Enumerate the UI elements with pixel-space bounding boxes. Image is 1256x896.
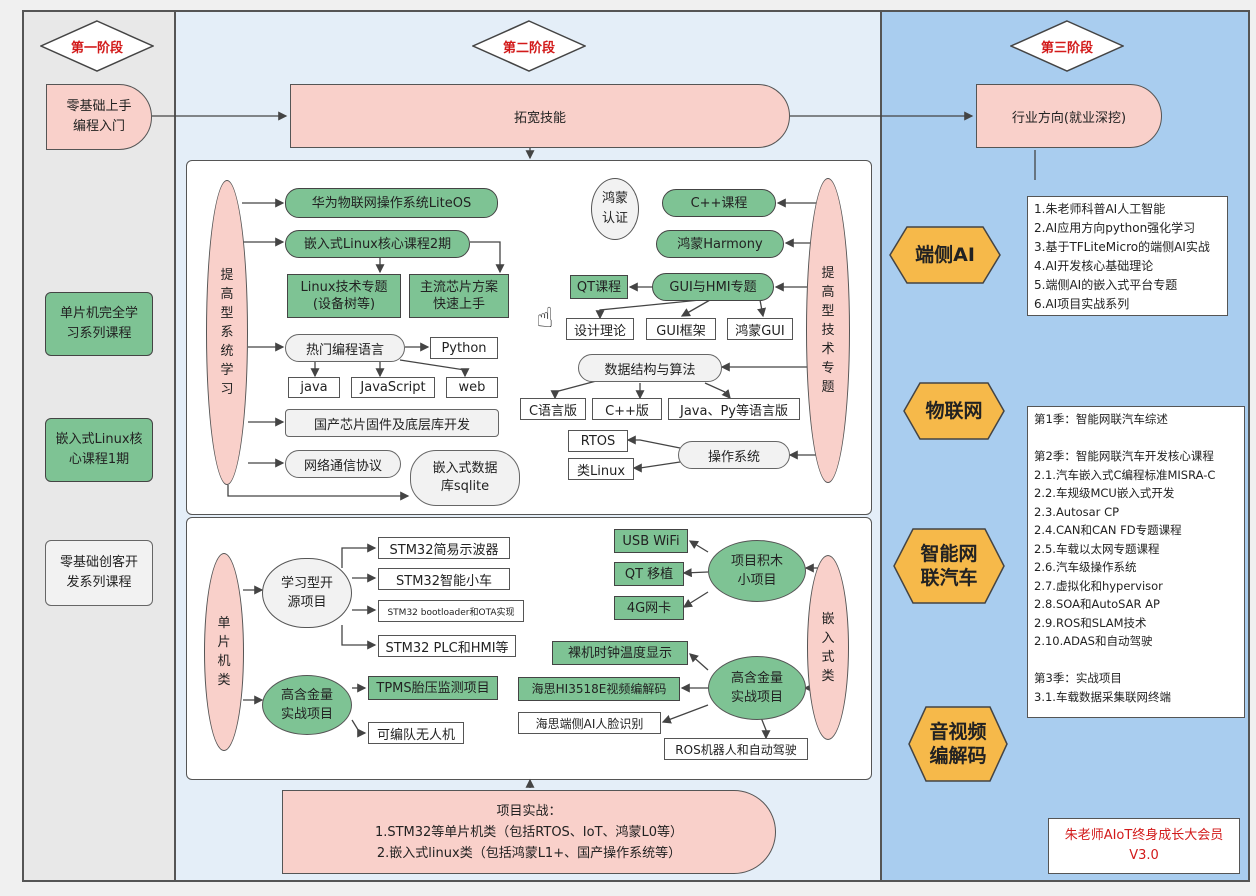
java-box[interactable]: java [288,377,340,398]
auto-list-item: 2.2.车规级MCU嵌入式开发 [1034,486,1175,500]
iot-hexagon[interactable]: 物联网 [903,382,1005,440]
iot-label: 物联网 [925,400,983,422]
mcu-course-box[interactable]: 单片机完全学 习系列课程 [45,292,153,356]
auto-list-item [1034,429,1238,448]
auto-list-item: 2.4.CAN和CAN FD专题课程 [1034,523,1182,537]
auto-course-list: 第1季：智能网联汽车综述 第2季：智能网联汽车开发核心课程 2.1.汽车嵌入式C… [1027,406,1245,718]
gui-frame-box[interactable]: GUI框架 [646,318,716,340]
auto-list-item: 2.9.ROS和SLAM技术 [1034,615,1147,630]
liteos-box[interactable]: 华为物联网操作系统LiteOS [285,188,498,218]
auto-list-item: 2.5.车载以太网专题课程 [1034,541,1160,556]
stage2-diamond: 第二阶段 [472,20,586,72]
auto-label: 智能网 联汽车 [920,543,978,589]
javascript-box[interactable]: JavaScript [351,377,435,398]
chip-topic-box[interactable]: 主流芯片方案 快速上手 [409,274,509,318]
high-value-right-box[interactable]: 高含金量 实战项目 [708,656,806,720]
rtos-box[interactable]: RTOS [568,430,628,452]
sqlite-box[interactable]: 嵌入式数据 库sqlite [410,450,520,506]
stage3-label: 第三阶段 [1040,40,1093,56]
network-protocol-box[interactable]: 网络通信协议 [285,450,401,478]
cpp-version-box[interactable]: C++版 [592,398,662,420]
auto-list-item: 2.3.Autosar CP [1034,504,1120,519]
stm32-scope-box[interactable]: STM32简易示波器 [378,537,510,559]
learn-open-box[interactable]: 学习型开 源项目 [262,558,352,628]
web-box[interactable]: web [446,377,498,398]
edge-ai-list: 1.朱老师科普AI人工智能 2.AI应用方向python强化学习 3.基于TFL… [1027,196,1228,316]
industry-direction-box[interactable]: 行业方向(就业深挖) [976,84,1162,148]
edge-ai-item: 6.AI项目实战系列 [1034,297,1130,311]
edge-ai-item: 3.基于TFLiteMicro的端侧AI实战 [1034,240,1210,254]
project-practice-box[interactable]: 项目实战： 1.STM32等单片机类（包括RTOS、IoT、鸿蒙L0等） 2.嵌… [282,790,776,874]
av-codec-label: 音视频 编解码 [929,721,987,767]
drone-box[interactable]: 可编队无人机 [368,722,464,744]
hisi-ai-box[interactable]: 海思端侧AI人脸识别 [518,712,661,734]
auto-list-item: 第3季：实战项目 [1034,671,1122,685]
hisi-video-box[interactable]: 海思HI3518E视频编解码 [518,677,680,701]
auto-list-item: 2.10.ADAS和自动驾驶 [1034,634,1153,648]
os-box[interactable]: 操作系统 [678,441,790,469]
usb-wifi-box[interactable]: USB WiFi [614,529,688,553]
edge-ai-item: 4.AI开发核心基础理论 [1034,259,1154,273]
edge-ai-item: 2.AI应用方向python强化学习 [1034,221,1196,235]
stm32-car-box[interactable]: STM32智能小车 [378,568,510,590]
high-value-left-box[interactable]: 高含金量 实战项目 [262,675,352,735]
stage1-label: 第一阶段 [70,40,123,56]
auto-list-item: 2.8.SOA和AutoSAR AP [1034,597,1160,611]
linux-like-box[interactable]: 类Linux [568,458,634,480]
python-box[interactable]: Python [430,337,498,359]
c-version-box[interactable]: C语言版 [520,398,586,420]
project-practice-item-1: 1.STM32等单片机类（包括RTOS、IoT、鸿蒙L0等） [374,824,684,840]
bare-clock-box[interactable]: 裸机时钟温度显示 [552,641,688,665]
stage3-diamond: 第三阶段 [1010,20,1124,72]
stm32-boot-box[interactable]: STM32 bootloader和OTA实现 [378,600,524,622]
design-theory-box[interactable]: 设计理论 [566,318,634,340]
gui-hmi-box[interactable]: GUI与HMI专题 [652,273,774,301]
linux1-course-box[interactable]: 嵌入式Linux核 心课程1期 [45,418,153,482]
improve-tech-topics: 提 高 型 技 术 专 题 [806,178,850,483]
auto-list-item: 2.1.汽车嵌入式C编程标准MISRA-C [1034,467,1216,482]
expand-skills-box[interactable]: 拓宽技能 [290,84,790,148]
auto-list-item: 2.6.汽车级操作系统 [1034,560,1137,574]
edge-ai-item: 5.端侧AI的嵌入式平台专题 [1034,278,1178,292]
block-project-box[interactable]: 项目积木 小项目 [708,540,806,602]
embedded-class: 嵌 入 式 类 [807,555,849,740]
auto-hexagon[interactable]: 智能网 联汽车 [893,528,1005,604]
4g-card-box[interactable]: 4G网卡 [614,596,684,620]
stage1-start-box[interactable]: 零基础上手 编程入门 [46,84,152,150]
improve-system-learning: 提 高 型 系 统 学 习 [206,180,248,485]
auto-list-item: 2.7.虚拟化和hypervisor [1034,578,1163,593]
auto-list-item: 3.1.车载数据采集联网终端 [1034,689,1171,704]
hm-gui-box[interactable]: 鸿蒙GUI [727,318,793,340]
ds-algo-box[interactable]: 数据结构与算法 [578,354,722,382]
tpms-box[interactable]: TPMS胎压监测项目 [368,676,498,700]
membership-footer: 朱老师AIoT终身成长大会员 V3.0 [1048,818,1240,874]
stm32-plc-box[interactable]: STM32 PLC和HMI等 [378,635,516,657]
cpp-course-box[interactable]: C++课程 [662,189,776,217]
linux-topic-box[interactable]: Linux技术专题 (设备树等) [287,274,401,318]
edge-ai-hexagon[interactable]: 端侧AI [889,226,1001,284]
stage1-diamond: 第一阶段 [40,20,154,72]
linux2-box[interactable]: 嵌入式Linux核心课程2期 [285,230,470,258]
auto-list-item: 第2季：智能网联汽车开发核心课程 [1034,449,1214,463]
auto-list-item: 第1季：智能网联汽车综述 [1034,412,1168,426]
java-py-version-box[interactable]: Java、Py等语言版 [668,398,800,420]
qt-course-box[interactable]: QT课程 [570,275,628,299]
project-practice-title: 项目实战： [496,803,562,819]
mcu-class: 单 片 机 类 [204,553,244,751]
edge-ai-label: 端侧AI [915,244,975,266]
hm-cert-box[interactable]: 鸿蒙 认证 [591,178,639,240]
harmony-box[interactable]: 鸿蒙Harmony [656,230,784,258]
qt-port-box[interactable]: QT 移植 [614,562,684,586]
edge-ai-item: 1.朱老师科普AI人工智能 [1034,202,1166,216]
ros-box[interactable]: ROS机器人和自动驾驶 [664,738,808,760]
auto-list-item [1034,651,1238,670]
hand-cursor-icon: ☝ [536,301,554,334]
domestic-chip-box[interactable]: 国产芯片固件及底层库开发 [285,409,499,437]
av-codec-hexagon[interactable]: 音视频 编解码 [908,706,1008,782]
stage2-label: 第二阶段 [502,40,555,56]
hot-lang-box[interactable]: 热门编程语言 [285,334,405,362]
project-practice-item-2: 2.嵌入式linux类（包括鸿蒙L1+、国产操作系统等） [376,845,682,861]
maker-course-box[interactable]: 零基础创客开 发系列课程 [45,540,153,606]
